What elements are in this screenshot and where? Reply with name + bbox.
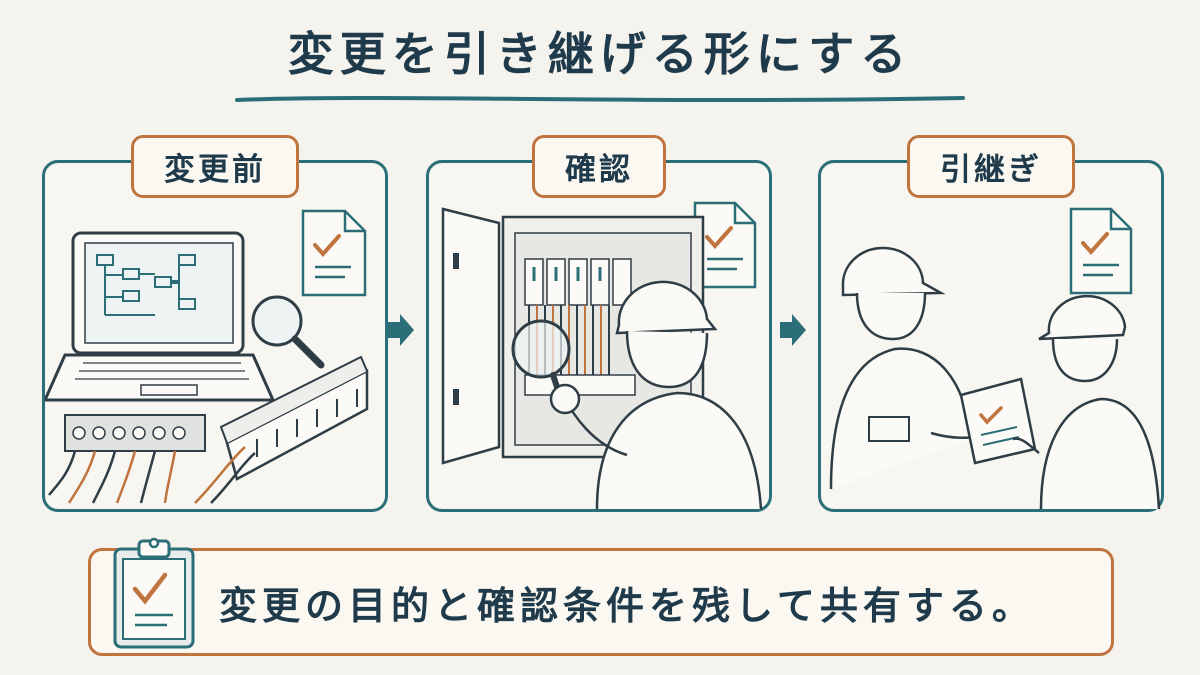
panel-before: 変更前 <box>42 135 388 512</box>
panel-label-before: 変更前 <box>131 135 299 198</box>
handover-icon <box>829 207 1161 509</box>
laptop-diagram-icon <box>45 209 369 504</box>
panel-check: 確認 <box>426 135 772 512</box>
arrow-right-icon-1 <box>388 314 414 346</box>
title-underline <box>235 96 965 102</box>
panel-inspection-icon <box>441 201 763 509</box>
panel-handover: 引継ぎ <box>818 135 1164 512</box>
summary-box: 変更の目的と確認条件を残して共有する。 <box>88 537 1114 656</box>
clipboard-check-icon <box>113 537 195 649</box>
title-wrap: 変更を引き継げる形にする <box>0 18 1200 90</box>
arrow-right-icon-2 <box>780 314 806 346</box>
panel-label-check: 確認 <box>532 135 666 198</box>
page-title: 変更を引き継げる形にする <box>287 27 913 81</box>
panel-label-handover: 引継ぎ <box>907 135 1075 198</box>
summary-text: 変更の目的と確認条件を残して共有する。 <box>219 584 1035 628</box>
